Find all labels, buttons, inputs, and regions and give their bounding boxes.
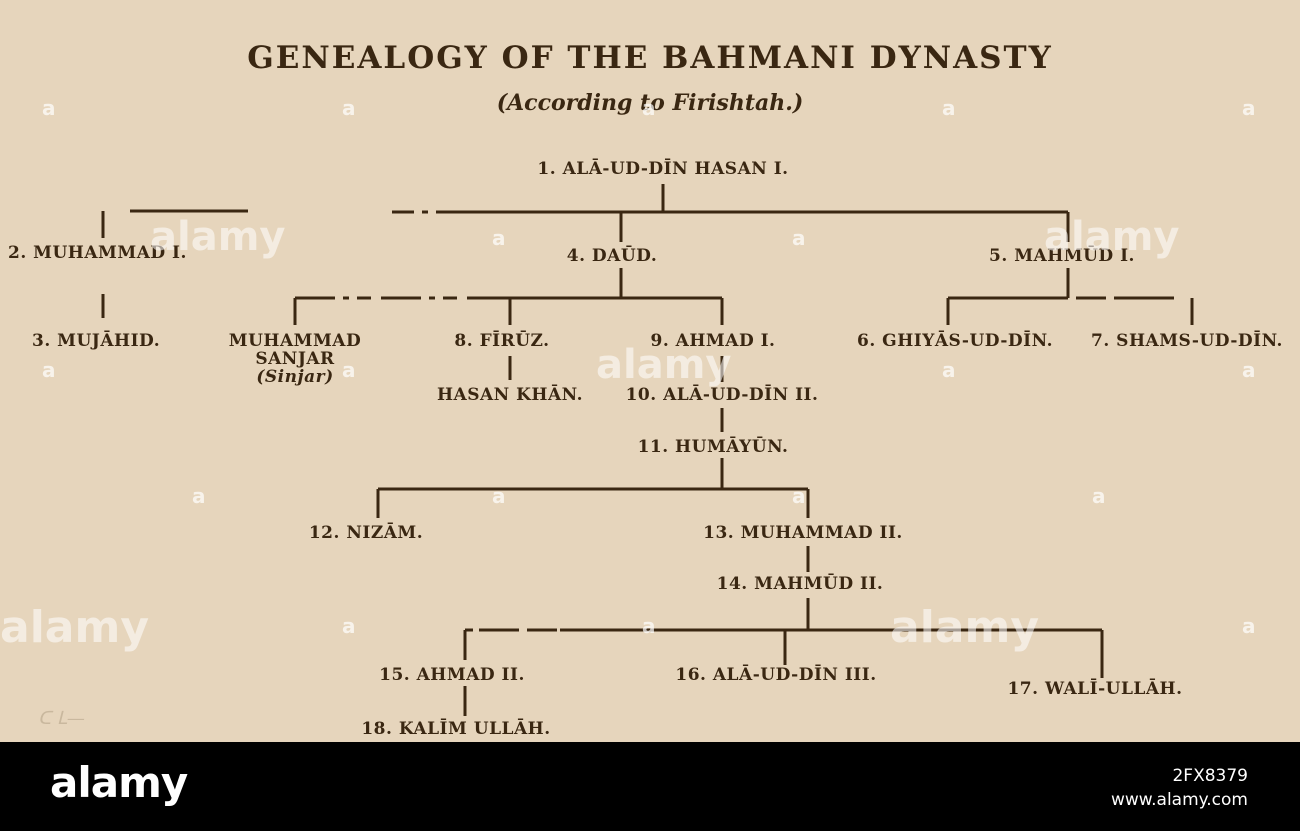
node-muhammad-2: 13. MUHAMMAD II.: [703, 523, 903, 543]
node-ahmad-2: 15. AHMAD II.: [379, 665, 525, 685]
watermark: alamy: [890, 602, 1039, 653]
node-wali-ullah: 17. WALĪ-ULLĀH.: [1007, 679, 1183, 699]
watermark: alamy: [0, 602, 149, 653]
watermark: alamy: [596, 342, 732, 388]
watermark-mark: a: [492, 226, 506, 250]
watermark-mark: a: [942, 358, 956, 382]
node-nizam: 12. NIZĀM.: [308, 523, 424, 543]
footer-bar: [0, 742, 1300, 831]
node-muhammad-sanjar: MUHAMMAD SANJAR (Sinjar): [229, 332, 361, 386]
node-ala-ud-din-2: 10. ALĀ-UD-DĪN II.: [625, 385, 819, 405]
watermark-mark: a: [1242, 358, 1256, 382]
watermark-mark: a: [642, 614, 656, 638]
diagram-subtitle: (According to Firishtah.): [496, 90, 804, 116]
paper-background: [0, 0, 1300, 742]
node-mahmud-2: 14. MAHMŪD II.: [716, 574, 884, 594]
watermark-mark: a: [1092, 484, 1106, 508]
footer-url: www.alamy.com: [1110, 790, 1248, 810]
watermark-mark: a: [342, 96, 356, 120]
node-firuz: 8. FĪRŪZ.: [454, 331, 550, 351]
watermark-mark: a: [342, 358, 356, 382]
node-shams-ud-din: 7. SHAMS-UD-DĪN.: [1091, 331, 1283, 351]
watermark-mark: a: [1242, 96, 1256, 120]
node-kalim-ullah: 18. KALĪM ULLĀH.: [361, 719, 551, 739]
watermark: alamy: [1044, 214, 1180, 260]
footer-image-id: 2FX8379: [1172, 766, 1248, 786]
node-muhammad-1: 2. MUHAMMAD I.: [8, 243, 187, 263]
watermark-mark: a: [642, 96, 656, 120]
watermark-mark: a: [792, 484, 806, 508]
watermark: alamy: [150, 214, 286, 260]
watermark-mark: a: [42, 358, 56, 382]
node-humayun: 11. HUMĀYŪN.: [637, 437, 789, 457]
node-sanjar-line1: MUHAMMAD: [228, 331, 362, 351]
watermark-mark: a: [192, 484, 206, 508]
node-ala-ud-din-hasan-1: 1. ALĀ-UD-DĪN HASAN I.: [537, 159, 789, 179]
watermark-mark: a: [942, 96, 956, 120]
watermark-mark: a: [342, 614, 356, 638]
tree-lines: [101, 184, 1194, 716]
signature-mark: ᑕ ᒪ—: [38, 708, 85, 729]
node-ala-ud-din-3: 16. ALĀ-UD-DĪN III.: [675, 665, 877, 685]
watermark-mark: a: [492, 484, 506, 508]
node-ghiyas-ud-din: 6. GHIYĀS-UD-DĪN.: [857, 331, 1053, 351]
node-mujahid: 3. MUJĀHID.: [32, 331, 161, 351]
node-daud: 4. DAŪD.: [566, 246, 658, 266]
node-sanjar-line2: SANJAR: [255, 349, 335, 369]
watermark-mark: a: [792, 226, 806, 250]
watermark-mark: a: [42, 96, 56, 120]
node-mahmud-1: 5. MAHMŪD I.: [989, 246, 1135, 266]
watermark-mark: a: [1242, 614, 1256, 638]
node-hasan-khan: HASAN KHĀN.: [436, 385, 584, 405]
node-ahmad-1: 9. AHMAD I.: [650, 331, 776, 351]
footer-logo: alamy: [50, 758, 188, 807]
node-sanjar-line3: (Sinjar): [256, 367, 334, 387]
diagram-title: GENEALOGY OF THE BAHMANI DYNASTY: [247, 40, 1053, 76]
